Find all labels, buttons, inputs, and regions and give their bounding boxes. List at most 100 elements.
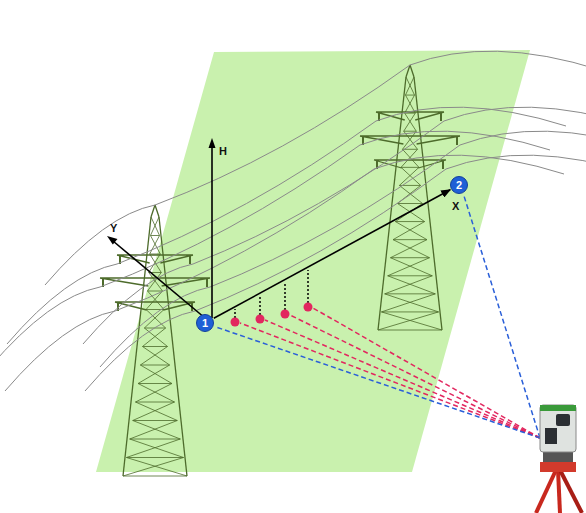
tripod-leg	[560, 470, 582, 513]
x-axis-arrow	[214, 190, 450, 318]
tower-part	[406, 77, 415, 95]
point-number: 1	[202, 318, 208, 329]
arrowhead	[209, 138, 216, 148]
tower-part	[135, 384, 171, 403]
tower-part	[117, 255, 193, 263]
measured-points	[231, 303, 313, 327]
tower-part	[393, 222, 425, 240]
tower-part	[393, 240, 429, 258]
tower-part	[126, 458, 187, 477]
tower-part	[405, 113, 416, 114]
tower-part	[404, 131, 417, 132]
tower-part	[385, 293, 436, 294]
tower-part	[123, 458, 184, 477]
tower-part	[140, 365, 172, 384]
tribrach	[543, 452, 573, 462]
total-station	[536, 405, 582, 513]
tower-part	[388, 275, 433, 276]
power-line	[100, 131, 586, 367]
axis-label: X	[452, 201, 459, 212]
tower-part	[147, 291, 162, 292]
tower-part	[150, 236, 160, 255]
tower-part	[393, 239, 427, 240]
tower-part	[395, 222, 427, 240]
tripod-head	[540, 462, 576, 472]
tower-part	[151, 205, 159, 217]
point-marker	[256, 315, 265, 324]
tower-part	[130, 421, 178, 440]
h-axis	[211, 145, 213, 318]
tower-part	[381, 312, 442, 330]
pylon	[360, 65, 460, 330]
tower-part	[118, 302, 192, 311]
tower-part	[401, 167, 419, 168]
tower-part	[395, 221, 424, 222]
tower-part	[140, 365, 169, 366]
tower-part	[363, 136, 457, 145]
tower-part	[388, 276, 436, 294]
sight-line	[240, 323, 540, 438]
point-circle: 1	[196, 314, 214, 332]
tower-part	[133, 421, 181, 440]
sight-lines	[216, 196, 540, 438]
tower-part	[123, 476, 187, 477]
tower-part	[374, 160, 446, 168]
tower-part	[126, 457, 183, 458]
offset-line	[234, 309, 236, 318]
point-number: 2	[456, 180, 462, 191]
instrument-trim	[540, 405, 576, 411]
tower-part	[381, 294, 435, 312]
tower-part	[385, 294, 439, 312]
tower-part	[138, 365, 170, 384]
sight-line	[464, 196, 540, 438]
tower-part	[150, 254, 162, 273]
power-line	[83, 107, 586, 344]
power-line	[45, 51, 586, 285]
tower-part	[405, 77, 414, 95]
tower-part	[138, 383, 172, 384]
tower-part	[150, 235, 159, 236]
tower-part	[388, 258, 430, 276]
tower-part	[405, 113, 417, 131]
axes	[107, 138, 216, 318]
tower-part	[143, 346, 168, 347]
tower-part	[130, 439, 184, 458]
tower-part	[135, 402, 177, 421]
point-marker	[304, 303, 313, 312]
tower-part	[133, 402, 175, 421]
tower-part	[130, 439, 181, 440]
tower-part	[381, 311, 438, 312]
tower-part	[151, 217, 160, 236]
point-marker	[231, 318, 240, 327]
tower-part	[135, 402, 174, 403]
tower-part	[390, 240, 426, 258]
tower-part	[401, 167, 421, 185]
tower-part	[143, 328, 166, 347]
tower-part	[378, 312, 439, 330]
tower-part	[390, 257, 429, 258]
offset-line	[284, 282, 286, 310]
axis-label: H	[219, 146, 227, 157]
y-axis	[113, 241, 205, 318]
sight-line	[290, 315, 540, 438]
tower-part	[147, 291, 163, 310]
power-line	[7, 107, 566, 344]
instrument-screen	[545, 428, 557, 444]
arrowhead	[107, 236, 118, 245]
tower-part	[133, 420, 178, 421]
tripod-leg	[558, 470, 560, 513]
offset-line	[307, 270, 309, 303]
tripod-leg	[536, 470, 556, 513]
power-line	[0, 131, 550, 367]
axis-label: Y	[110, 223, 117, 234]
tower-part	[140, 347, 167, 366]
power-line	[5, 155, 564, 391]
tower-part	[149, 254, 161, 273]
telescope	[556, 414, 570, 426]
tower-part	[143, 347, 170, 366]
tower-part	[144, 310, 164, 329]
tower-part	[405, 95, 414, 96]
